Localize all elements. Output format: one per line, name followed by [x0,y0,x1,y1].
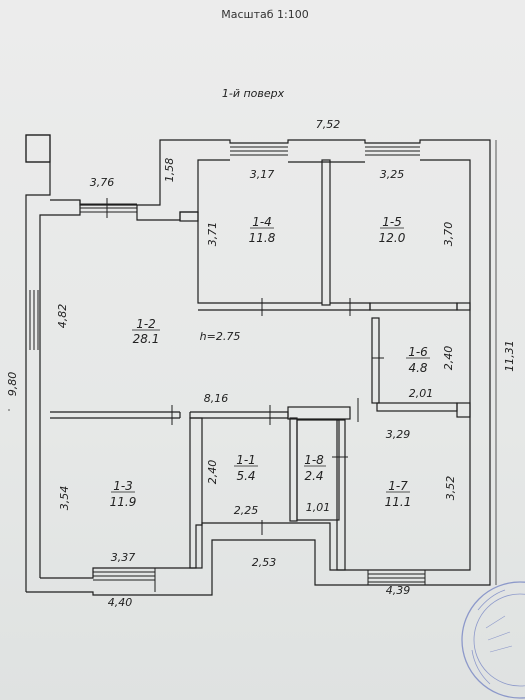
room-area: 5.4 [236,469,255,483]
room-area: 12.0 [379,231,406,245]
room-1-7: 1-7 11.1 [385,479,412,509]
dim-352: 3,52 [444,476,457,501]
floor-label: 1-й поверх [222,87,285,100]
room-1-3: 1-3 11.9 [110,479,137,509]
room-id: 1-4 [252,215,272,229]
door-marks [106,198,384,535]
dim-337: 3,37 [111,551,136,564]
dim-bottom-left: 4,40 [108,596,133,609]
dim-371: 3,71 [206,222,219,247]
room-id: 1-7 [388,479,408,493]
room-area: 2.4 [304,469,323,483]
windows [29,146,426,592]
room-id: 1-6 [408,345,428,359]
dim-left-total: 9,80 [6,372,19,397]
room-area: 28.1 [133,332,160,346]
ceiling-height: h=2.75 [200,330,241,343]
dim-top: 7,52 [316,118,341,131]
room-area: 4.8 [408,361,427,375]
room-area: 11.8 [249,231,276,245]
room-id: 1-5 [382,215,402,229]
room-1-1: 1-1 5.4 [234,453,258,483]
room-1-8: 1-8 2.4 [304,453,326,483]
room-1-6: 1-6 4.8 [406,345,430,375]
dim-816: 8,16 [204,392,229,405]
room-1-5: 1-5 12.0 [379,215,406,245]
room-1-4: 1-4 11.8 [249,215,276,245]
dimension-lines [8,140,497,585]
dim-201: 2,01 [409,387,434,400]
dim-240-left: 2,40 [206,460,219,485]
dim-317: 3,17 [250,168,275,181]
interior-walls [50,159,471,571]
official-stamp [461,581,525,699]
room-id: 1-2 [136,317,156,331]
dim-240-right: 2,40 [442,346,455,371]
room-id: 1-3 [113,479,133,493]
dim-370: 3,70 [442,222,455,247]
scale-label: Масштаб 1:100 [221,8,308,21]
room-id: 1-8 [304,453,324,467]
room-area: 11.9 [110,495,137,509]
dim-325: 3,25 [380,168,405,181]
room-area: 11.1 [385,495,412,509]
dim-right-total: 11,31 [503,340,516,372]
dim-482: 4,82 [56,304,69,329]
dim-101: 1,01 [306,501,331,514]
dim-376: 3,76 [90,176,115,189]
dim-329: 3,29 [386,428,411,441]
dim-158: 1,58 [163,158,176,183]
room-1-2: 1-2 28.1 [132,317,160,346]
dim-bottom-right: 4,39 [386,584,411,597]
dim-225: 2,25 [234,504,259,517]
dim-354: 3,54 [58,486,71,511]
dim-bottom-mid: 2,53 [252,556,277,569]
room-id: 1-1 [236,453,256,467]
